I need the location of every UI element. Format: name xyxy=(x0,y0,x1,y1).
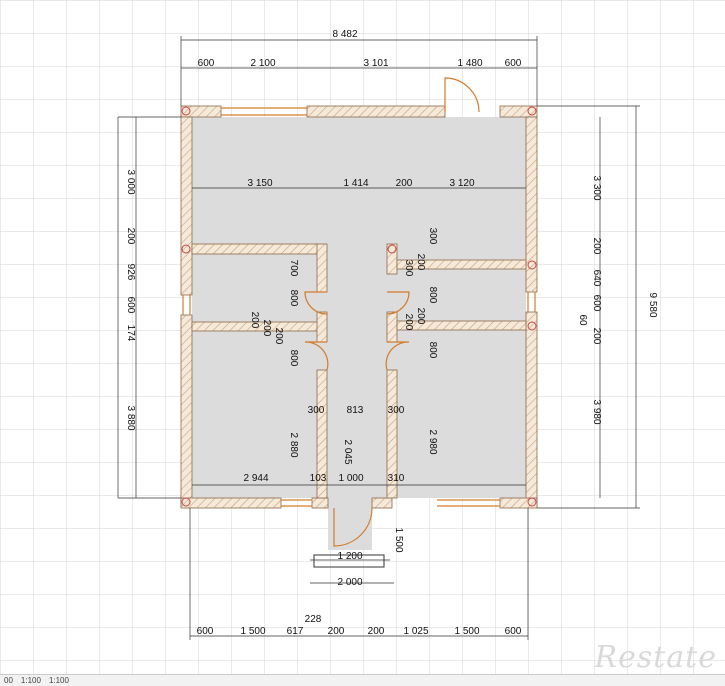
dim-mid: 1 000 xyxy=(338,473,363,484)
dim-bottom: 600 xyxy=(505,626,522,637)
status-item[interactable]: 1:100 xyxy=(20,676,41,685)
dim-porch: 1 200 xyxy=(337,551,362,562)
dim-bottom: 200 xyxy=(368,626,385,637)
dim-left: 600 xyxy=(125,297,136,314)
dim-mid: 103 xyxy=(310,473,327,484)
dim-mid: 813 xyxy=(347,405,364,416)
doors xyxy=(304,77,480,568)
dim-corridor: 300 xyxy=(403,260,414,277)
dim-left: 3 000 xyxy=(125,169,136,194)
dim-bottom: 1 025 xyxy=(403,626,428,637)
dimension-lines xyxy=(117,36,640,640)
dim-mid: 300 xyxy=(308,405,325,416)
dim-corridor: 200 xyxy=(415,308,426,325)
dim-corridor: 200 xyxy=(273,328,284,345)
dim-inner: 1 414 xyxy=(343,178,368,189)
dim-mid: 2 944 xyxy=(243,473,268,484)
dim-left: 174 xyxy=(125,325,136,342)
watermark-logo: Restate xyxy=(594,640,717,675)
dim-porch: 228 xyxy=(305,614,322,625)
dim-top: 600 xyxy=(198,58,215,69)
dim-corridor: 700 xyxy=(288,260,299,277)
dim-left: 926 xyxy=(125,264,136,281)
dim-corridor: 800 xyxy=(288,350,299,367)
dim-right: 600 xyxy=(591,295,602,312)
dim-right: 3 300 xyxy=(591,175,602,200)
dim-right: 200 xyxy=(591,328,602,345)
dim-corridor: 200 xyxy=(261,320,272,337)
windows xyxy=(182,107,536,507)
status-bar: 00 1:100 1:100 xyxy=(0,674,725,686)
dim-right: 200 xyxy=(591,238,602,255)
dim-overall-height: 9 580 xyxy=(647,292,658,317)
dim-right: 3 980 xyxy=(591,399,602,424)
dim-corridor: 300 xyxy=(427,228,438,245)
dim-bottom: 1 500 xyxy=(454,626,479,637)
dim-inner: 200 xyxy=(396,178,413,189)
dim-corridor: 200 xyxy=(249,312,260,329)
walls xyxy=(180,105,538,509)
dim-right: 60 xyxy=(577,314,588,326)
dim-porch: 2 000 xyxy=(337,577,362,588)
dim-top: 2 100 xyxy=(250,58,275,69)
dim-corridor: 200 xyxy=(403,314,414,331)
dim-left: 3 880 xyxy=(125,405,136,430)
dim-porch: 1 500 xyxy=(393,527,404,552)
dimension-labels: 8 482 9 580 600 2 100 3 101 1 480 600 3 … xyxy=(125,29,658,637)
dim-mid: 300 xyxy=(388,405,405,416)
dim-left: 200 xyxy=(125,228,136,245)
status-item[interactable]: 1:100 xyxy=(48,676,69,685)
dim-bottom: 617 xyxy=(287,626,304,637)
dim-top: 1 480 xyxy=(457,58,482,69)
dim-inner: 3 150 xyxy=(247,178,272,189)
dim-top: 600 xyxy=(505,58,522,69)
floor-area xyxy=(192,117,526,550)
dim-corridor: 800 xyxy=(427,342,438,359)
dim-corridor: 800 xyxy=(288,290,299,307)
dim-corridor: 200 xyxy=(415,254,426,271)
dim-mid: 2 880 xyxy=(288,432,299,457)
dim-bottom: 600 xyxy=(197,626,214,637)
dim-overall-width: 8 482 xyxy=(332,29,357,40)
dim-mid: 310 xyxy=(388,473,405,484)
dim-mid: 2 980 xyxy=(427,429,438,454)
dim-bottom: 200 xyxy=(328,626,345,637)
axis-markers xyxy=(181,106,537,507)
dim-mid: 2 045 xyxy=(342,439,353,464)
status-item[interactable]: 00 xyxy=(4,676,13,685)
dim-bottom: 1 500 xyxy=(240,626,265,637)
dim-corridor: 800 xyxy=(427,287,438,304)
dim-top: 3 101 xyxy=(363,58,388,69)
dim-inner: 3 120 xyxy=(449,178,474,189)
dim-right: 640 xyxy=(591,270,602,287)
